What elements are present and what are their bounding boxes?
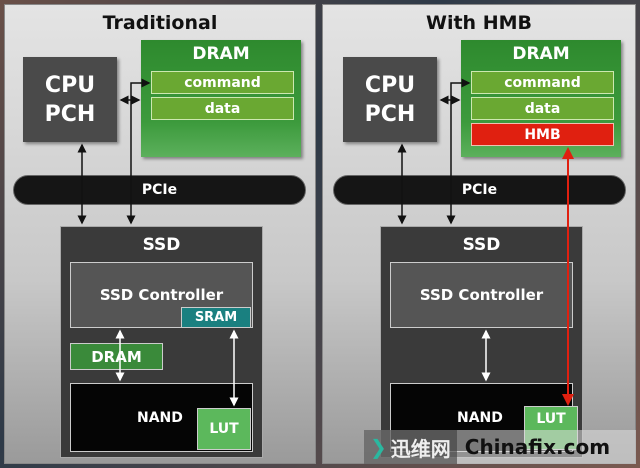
panel-title: Traditional <box>102 12 218 34</box>
data-region: data <box>471 97 614 120</box>
lut-box: LUT <box>197 408 251 450</box>
pch-label: PCH <box>44 101 96 127</box>
pcie-bus: PCIe <box>333 175 626 205</box>
pch-label: PCH <box>364 101 416 127</box>
cpu-label: CPU <box>44 72 96 98</box>
data-region: data <box>151 97 294 120</box>
watermark-site: Chinafix.com <box>464 435 611 459</box>
command-region: command <box>151 71 294 94</box>
chevron-logo-icon: ❯ <box>370 435 387 459</box>
cpu-pch-box: CPU PCH <box>23 57 117 142</box>
panel-title: With HMB <box>426 12 532 34</box>
watermark-cn: 迅维网 <box>390 436 451 461</box>
ssd-controller: SSD Controller <box>390 262 573 328</box>
cpu-label: CPU <box>364 72 416 98</box>
pcie-bus: PCIe <box>13 175 306 205</box>
cpu-pch-box: CPU PCH <box>343 57 437 142</box>
sram-box: SRAM <box>181 307 251 328</box>
hmb-region: HMB <box>471 123 614 146</box>
watermark: ❯迅维网 Chinafix.com <box>364 430 636 464</box>
command-region: command <box>471 71 614 94</box>
